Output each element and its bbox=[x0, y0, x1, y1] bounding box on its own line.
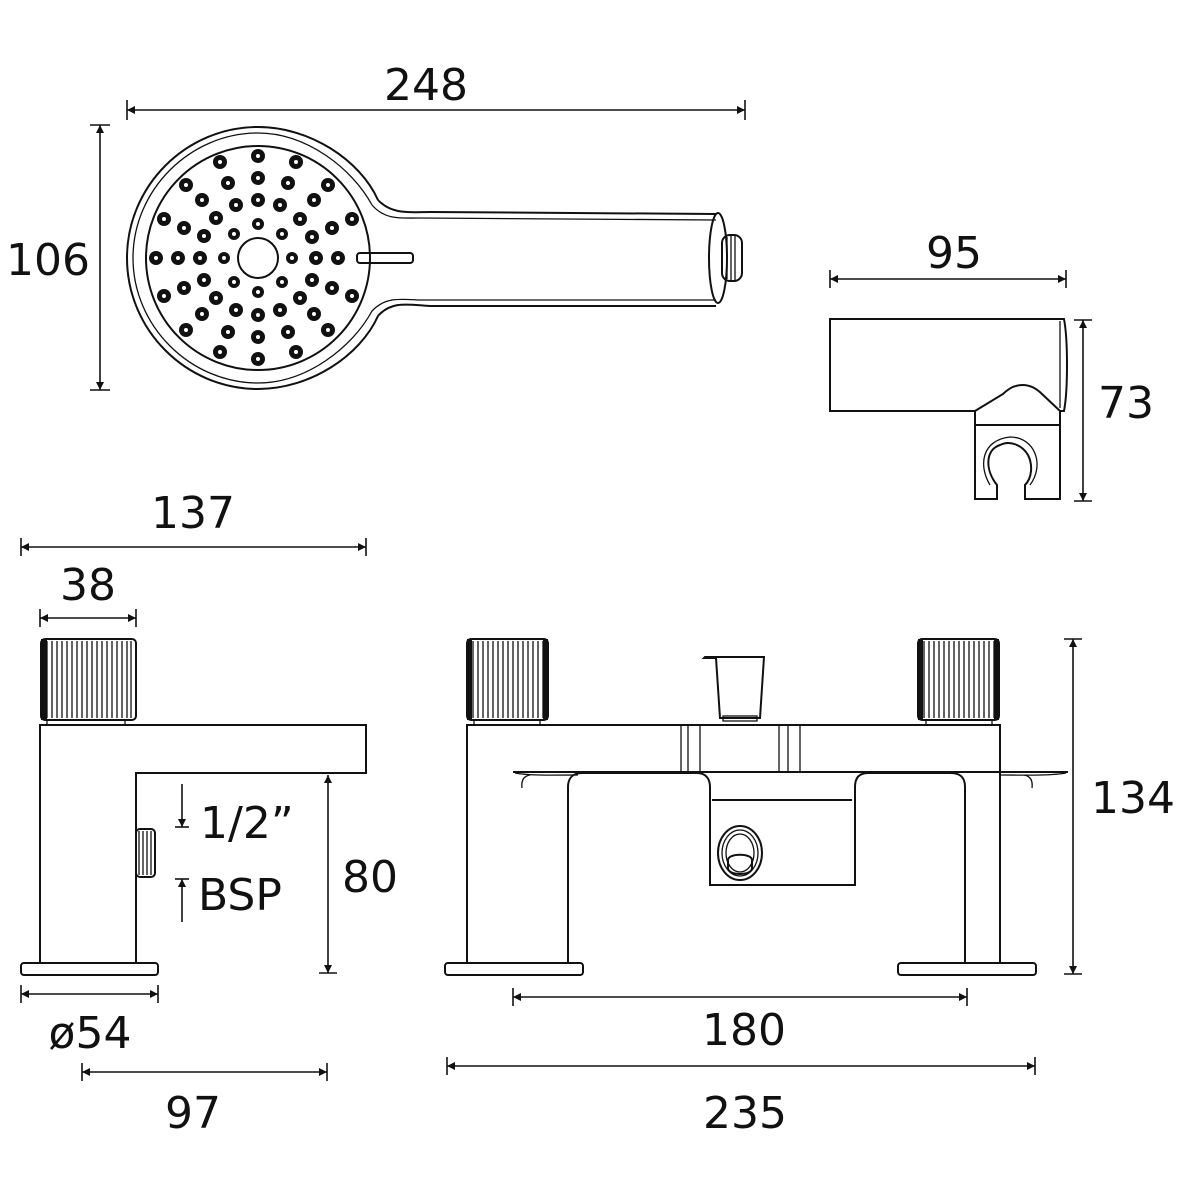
dimension-label-95: 95 bbox=[926, 228, 982, 279]
outlet-size-label: 1/2” bbox=[200, 798, 294, 849]
dimension-label-80: 80 bbox=[342, 852, 398, 903]
dimension-front-centres: 180 bbox=[512, 988, 968, 1056]
dimension-handset-diameter: 106 bbox=[6, 124, 110, 391]
hose-thread-connector bbox=[721, 234, 743, 282]
dimension-label-54: ø54 bbox=[49, 1008, 132, 1059]
dimension-label-106: 106 bbox=[6, 235, 90, 286]
knurled-handle-left bbox=[466, 638, 549, 726]
dimension-front-width: 235 bbox=[446, 1057, 1036, 1139]
dimension-bracket-width: 95 bbox=[829, 228, 1067, 288]
wall-bracket: 95 73 bbox=[829, 228, 1154, 502]
shower-handset: 248 106 bbox=[6, 60, 746, 391]
knurled-handle-side bbox=[40, 638, 137, 726]
dimension-side-base: ø54 bbox=[20, 985, 159, 1059]
dimension-side-projection: 97 bbox=[81, 1063, 328, 1139]
outlet-thread-side bbox=[135, 828, 156, 878]
dimension-side-spout-height: 80 bbox=[319, 775, 398, 974]
dimension-front-height: 134 bbox=[1064, 638, 1175, 975]
dimension-label-248: 248 bbox=[384, 60, 468, 111]
spray-selector-lever bbox=[356, 252, 414, 264]
dimension-label-235: 235 bbox=[703, 1088, 787, 1139]
dimension-label-180: 180 bbox=[702, 1005, 786, 1056]
mixer-front-view: 134 180 235 bbox=[444, 638, 1175, 1139]
dimension-label-137: 137 bbox=[151, 488, 235, 539]
dimension-side-handle: 38 bbox=[39, 560, 137, 627]
dimension-label-38: 38 bbox=[60, 560, 116, 611]
spray-nozzles bbox=[149, 149, 359, 366]
knurled-handle-right bbox=[917, 638, 1000, 726]
shower-outlet-front bbox=[717, 825, 763, 881]
dimension-bracket-height: 73 bbox=[1074, 319, 1154, 502]
dimension-label-134: 134 bbox=[1091, 773, 1175, 824]
dimension-label-73: 73 bbox=[1098, 378, 1154, 429]
dimension-handset-length: 248 bbox=[126, 60, 746, 120]
dimension-label-97: 97 bbox=[165, 1088, 221, 1139]
outlet-thread-type-label: BSP bbox=[198, 870, 282, 921]
dimension-side-depth: 137 bbox=[20, 488, 367, 556]
mixer-side-view: 137 38 bbox=[20, 488, 398, 1139]
diverter-knob bbox=[701, 656, 766, 722]
